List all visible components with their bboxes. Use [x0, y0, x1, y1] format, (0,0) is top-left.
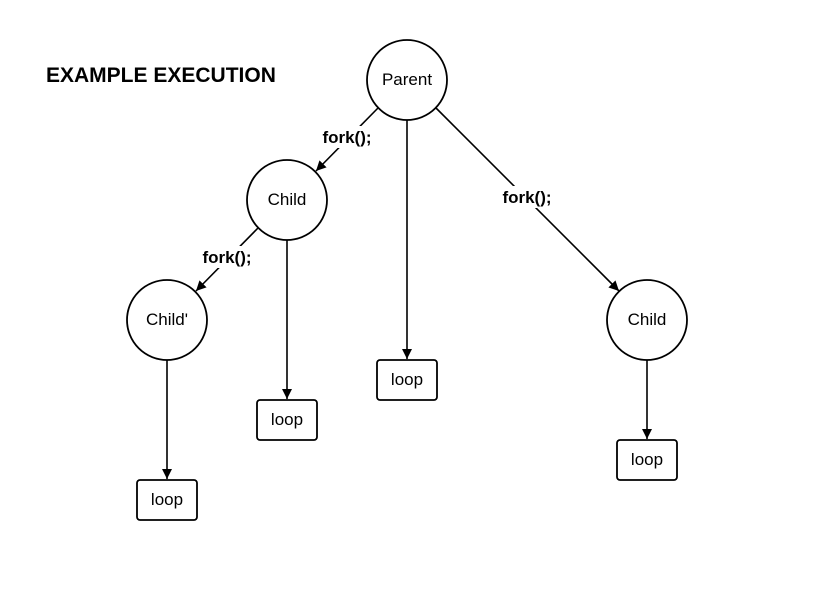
loop-labels: loop loop loop loop [151, 370, 663, 509]
child-left-node [246, 159, 328, 241]
nodes [126, 39, 688, 361]
loop-label-child-right: loop [631, 450, 663, 469]
loop-box-child-left [256, 399, 318, 441]
child-right-node-label: Child [628, 310, 667, 329]
parent-node [366, 39, 448, 121]
child-prime-node [126, 279, 208, 361]
child-prime-node-label: Child' [146, 310, 188, 329]
loop-label-parent: loop [391, 370, 423, 389]
loop-box-child-prime [136, 479, 198, 521]
loop-label-child-prime: loop [151, 490, 183, 509]
loop-label-child-left: loop [271, 410, 303, 429]
loop-box-child-right [616, 439, 678, 481]
edges [162, 107, 652, 479]
child-right-node [606, 279, 688, 361]
loop-box-parent [376, 359, 438, 401]
fork-label-parent-child-right: fork(); [502, 188, 551, 207]
fork-label-parent-child-left: fork(); [322, 128, 371, 147]
diagram-title: EXAMPLE EXECUTION [46, 64, 276, 87]
child-left-node-label: Child [268, 190, 307, 209]
fork-label-child-child-prime: fork(); [202, 248, 251, 267]
edge-labels: fork(); fork(); fork(); [198, 126, 556, 268]
node-labels: Parent Child Child' Child [146, 70, 666, 329]
loop-boxes [136, 359, 678, 521]
parent-node-label: Parent [382, 70, 432, 89]
